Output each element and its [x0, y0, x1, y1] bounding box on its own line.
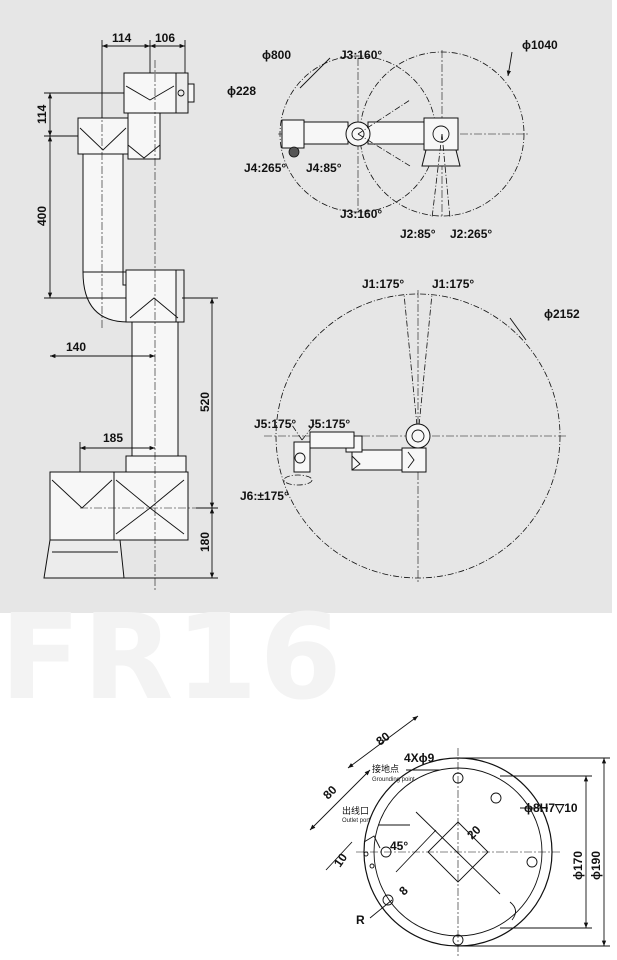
- tool-flange: [293, 441, 311, 473]
- model-watermark: FR16: [0, 588, 344, 726]
- label-dia2152: ϕ2152: [544, 307, 580, 321]
- top-view: ϕ800 J3:160° ϕ1040 ϕ228 J4:265° J4:85° J…: [227, 38, 558, 241]
- label-holes: 4Xϕ9: [404, 751, 435, 765]
- dim-80-b: 80: [320, 783, 340, 803]
- label-j1-b: J1:175°: [432, 277, 474, 291]
- dim-dia190: ϕ190: [589, 851, 603, 880]
- dim-520: 520: [198, 392, 212, 412]
- dim-180: 180: [198, 532, 212, 552]
- dim-dia170: ϕ170: [571, 851, 585, 880]
- dim-400: 400: [35, 206, 49, 226]
- mount-base: [43, 539, 125, 579]
- wrist-housing: [123, 72, 177, 114]
- label-pin: ϕ8H7▽10: [524, 801, 578, 815]
- side-view: 114 106 114 400 140 520 185 180: [35, 31, 218, 590]
- upper-arm: [82, 153, 124, 273]
- dim-114-top: 114: [112, 31, 132, 45]
- flange-view: 80 80 4Xϕ9 接地点 Grounding point 出线口 Outle…: [309, 715, 610, 956]
- label-j5-b: J5:175°: [308, 417, 350, 431]
- dim-114-left: 114: [35, 104, 49, 124]
- label-j1-a: J1:175°: [362, 277, 404, 291]
- label-j4-265: J4:265°: [244, 161, 286, 175]
- label-angle-45: 45°: [390, 839, 408, 853]
- label-grounding-cn: 接地点: [372, 763, 399, 774]
- label-j3-top: J3:160°: [340, 48, 382, 62]
- dim-80-a: 80: [373, 729, 392, 748]
- base-joint: [405, 423, 431, 449]
- dim-10: 10: [331, 850, 350, 869]
- dim-185: 185: [103, 431, 123, 445]
- label-j4-85: J4:85°: [306, 161, 342, 175]
- label-dia800: ϕ800: [262, 48, 291, 62]
- dim-140: 140: [66, 340, 86, 354]
- label-j2-265: J2:265°: [450, 227, 492, 241]
- dim-20: 20: [464, 823, 484, 843]
- shoulder-block: [423, 117, 459, 151]
- label-j5-a: J5:175°: [254, 417, 296, 431]
- label-dia1040: ϕ1040: [522, 38, 558, 52]
- label-j3-bot: J3:160°: [340, 207, 382, 221]
- dim-8: 8: [396, 883, 411, 898]
- label-j6: J6:±175°: [240, 489, 289, 503]
- label-outlet-en: Outlet port: [342, 818, 370, 824]
- wrist-block: [281, 119, 305, 149]
- label-r: R: [356, 913, 365, 927]
- label-j2-85: J2:85°: [400, 227, 436, 241]
- label-dia228: ϕ228: [227, 84, 256, 98]
- label-grounding-en: Grounding point: [372, 777, 415, 783]
- base-view: J1:175° J1:175° ϕ2152 J5:175° J5:175° J6…: [240, 277, 580, 584]
- dim-106: 106: [155, 31, 175, 45]
- label-outlet-cn: 出线口: [342, 805, 369, 816]
